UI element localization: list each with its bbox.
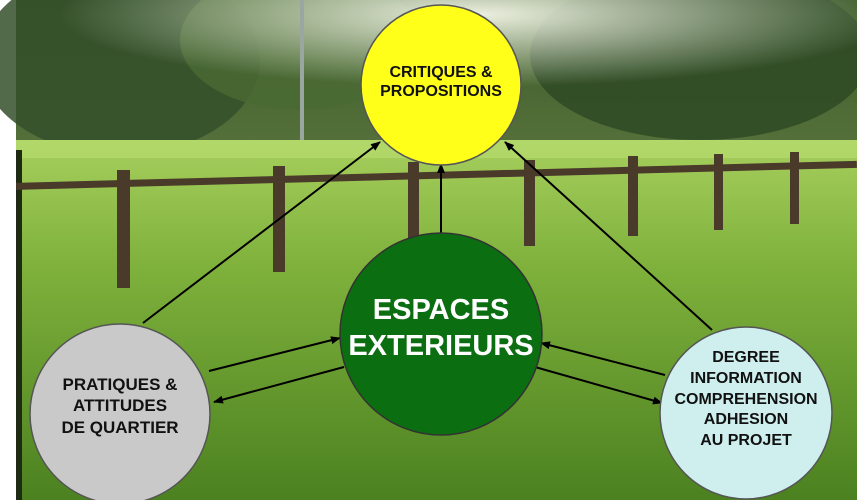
arrows <box>142 141 713 405</box>
node-critiques-circle <box>360 4 522 166</box>
node-pratiques-label: PRATIQUES & ATTITUDES DE QUARTIER <box>61 375 179 437</box>
node-center-circle <box>339 232 543 436</box>
node-center-label: ESPACES EXTERIEURS <box>348 294 534 363</box>
arrow-degree-to-center <box>540 341 666 376</box>
arrow-pratiques-to-critiques <box>142 141 381 324</box>
arrow-center-to-pratiques <box>213 366 345 404</box>
arrow-center-to-degree <box>534 366 663 405</box>
fence <box>16 152 857 288</box>
node-degree-circle <box>659 326 833 500</box>
node-critiques-label: CRITIQUES & PROPOSITIONS <box>380 64 502 100</box>
arrow-pratiques-to-center <box>208 336 341 372</box>
node-degree-label: DEGREE INFORMATION COMPREHENSION ADHESIO… <box>674 349 818 450</box>
node-pratiques-circle <box>29 323 211 500</box>
arrow-degree-to-critiques <box>504 141 713 331</box>
